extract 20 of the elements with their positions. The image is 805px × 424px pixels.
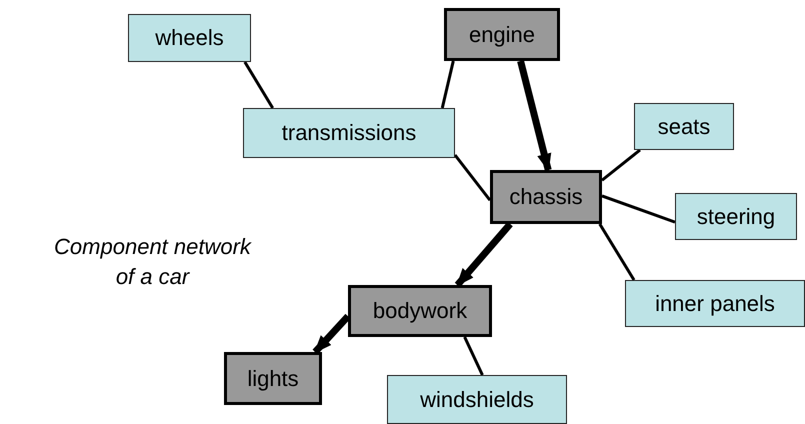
- connector-line: [601, 148, 641, 182]
- connector-line: [598, 223, 636, 281]
- core-component-box: chassis: [490, 170, 602, 224]
- connector-line: [454, 154, 492, 202]
- component-box: steering: [675, 193, 797, 240]
- connector-line: [244, 61, 274, 109]
- component-box: wheels: [128, 14, 251, 62]
- core-component-box: engine: [444, 8, 560, 61]
- caption: Component network of a car: [53, 233, 252, 291]
- connector-line: [440, 60, 455, 108]
- core-component-box: lights: [224, 352, 322, 405]
- arrow: [454, 222, 513, 288]
- core-component-box: bodywork: [348, 285, 492, 337]
- connector-line: [602, 194, 676, 224]
- component-box: inner panels: [625, 280, 805, 327]
- arrow: [517, 60, 552, 172]
- component-box: seats: [634, 103, 734, 150]
- connector-line: [463, 336, 484, 376]
- component-box: transmissions: [243, 108, 455, 158]
- component-box: windshields: [387, 375, 567, 424]
